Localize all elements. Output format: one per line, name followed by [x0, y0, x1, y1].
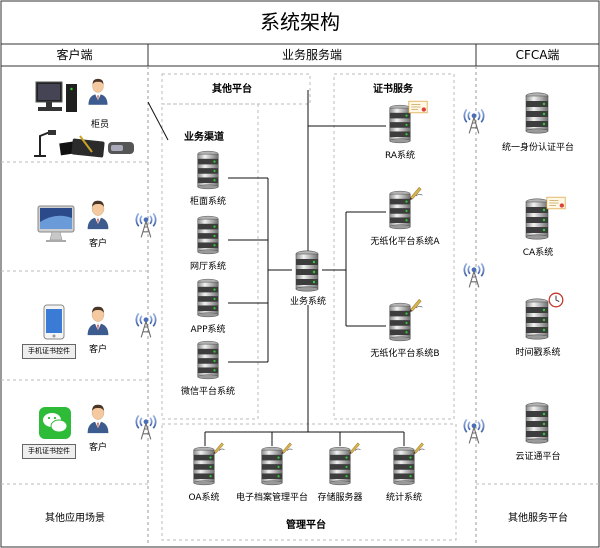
cert-control-badge: 手机证书控件 [22, 344, 76, 359]
wireless-signal-icon [462, 102, 486, 136]
paperless-a-label: 无纸化平台系统A [370, 237, 440, 247]
column-header-customer: 客户端 [56, 48, 93, 62]
wireless-signal-icon [462, 256, 486, 290]
page-title: 系统架构 [260, 10, 340, 34]
app-server-icon [194, 278, 222, 318]
signing-devices-icon [34, 130, 134, 158]
signing-pen-icon [212, 440, 226, 454]
identity-platform-server-icon [522, 92, 552, 134]
cert-control-badge: 手机证书控件 [22, 444, 76, 459]
column-header-business: 业务服务端 [281, 48, 342, 62]
client3-label: 客户 [88, 443, 107, 453]
paperless-b-label: 无纸化平台系统B [370, 349, 440, 359]
storage-server-label: 存储服务器 [317, 493, 363, 503]
clock-icon [548, 292, 564, 308]
counter-system-label: 柜面系统 [189, 197, 226, 207]
signing-pen-icon [348, 440, 362, 454]
ra-system-label: RA系统 [384, 151, 416, 161]
signing-pen-icon [280, 440, 294, 454]
timestamp-system-label: 时间戳系统 [515, 348, 561, 358]
smartphone-icon [43, 304, 65, 340]
certificate-icon [546, 196, 566, 210]
other-platform-label: 其他平台 [212, 84, 252, 95]
client-person-icon [86, 402, 110, 434]
online-hall-system-label: 网厅系统 [189, 262, 226, 272]
cloud-cert-server-icon [522, 402, 552, 444]
teller-person-icon [87, 76, 109, 106]
teller-label: 柜员 [90, 120, 109, 130]
wechat-platform-server-icon [194, 340, 222, 380]
business-server-icon [292, 250, 322, 292]
counter-server-icon [194, 150, 222, 190]
identity-platform-label: 统一身份认证平台 [501, 143, 574, 153]
client-person-icon [86, 304, 110, 336]
column-header-cfca: CFCA端 [515, 48, 560, 62]
client1-label: 客户 [88, 239, 107, 249]
client2-label: 客户 [88, 345, 107, 355]
desktop-computer-icon [35, 81, 77, 112]
signing-pen-icon [408, 296, 424, 312]
business-channels-label: 业务渠道 [184, 132, 224, 143]
other-service-platform-label: 其他服务平台 [508, 513, 568, 524]
ca-system-label: CA系统 [522, 248, 554, 258]
wireless-signal-icon [462, 412, 486, 446]
wireless-signal-icon [134, 408, 158, 442]
archive-platform-label: 电子档案管理平台 [235, 493, 308, 503]
cert-service-label: 证书服务 [373, 84, 413, 95]
business-system-label: 业务系统 [289, 297, 326, 307]
cloud-cert-platform-label: 云证通平台 [515, 452, 561, 462]
management-platform-label: 管理平台 [286, 520, 326, 531]
signing-pen-icon [408, 184, 424, 200]
online-hall-server-icon [194, 215, 222, 255]
wechat-icon [39, 407, 71, 439]
certificate-icon [408, 100, 428, 114]
stats-system-label: 统计系统 [385, 493, 422, 503]
signing-pen-icon [412, 440, 426, 454]
wireless-signal-icon [134, 206, 158, 240]
oa-system-label: OA系统 [188, 493, 220, 503]
client-person-icon [86, 198, 110, 230]
wireless-signal-icon [134, 306, 158, 340]
wechat-platform-system-label: 微信平台系统 [180, 387, 235, 397]
other-scenarios-label: 其他应用场景 [45, 513, 105, 524]
imac-icon [37, 205, 75, 242]
app-system-label: APP系统 [190, 325, 226, 335]
